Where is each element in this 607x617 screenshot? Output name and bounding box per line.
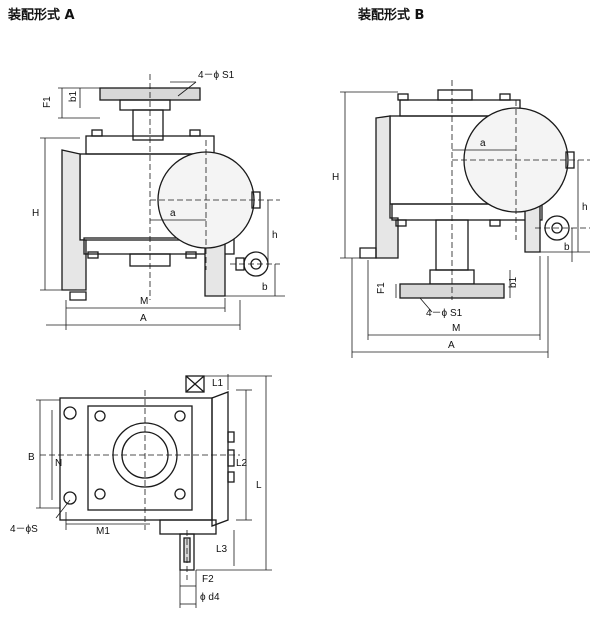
label-b1-b: b1 [508,276,519,288]
label-h-lower-b: h [582,202,588,213]
label-m-b: M [452,323,460,334]
label-hole-s1-a: 4－ϕ S1 [198,70,235,81]
title-assembly-b: 装配形式 B [358,8,425,23]
label-L3: L3 [216,544,228,555]
assembly-b-view [340,80,590,358]
label-h-upper-b: H [332,172,339,183]
label-b1-a: b1 [68,90,79,102]
label-F2: F2 [202,574,214,585]
label-hole-s1-b: 4－ϕ S1 [426,308,463,319]
label-A-b: A [448,340,455,351]
label-b-b: b [564,242,570,253]
label-f1-a: F1 [42,96,53,108]
label-m-a: M [140,296,148,307]
label-B: B [28,452,35,463]
label-M1: M1 [96,526,110,537]
label-L2: L2 [236,458,248,469]
label-b-a: b [262,282,268,293]
label-a-b: a [480,138,486,149]
label-h-upper-a: H [32,208,39,219]
label-hole-s: 4－ϕS [10,524,38,535]
label-L: L [256,480,262,491]
label-a-a: a [170,208,176,219]
label-N: N [55,458,62,469]
label-d4: ϕ d4 [200,592,220,603]
label-h-lower-a: h [272,230,278,241]
assembly-a-view [40,74,285,330]
label-L1: L1 [212,378,224,389]
label-A-a: A [140,313,147,324]
label-f1-b: F1 [376,282,387,294]
title-assembly-a: 装配形式 A [8,8,75,23]
plan-view [36,374,272,608]
